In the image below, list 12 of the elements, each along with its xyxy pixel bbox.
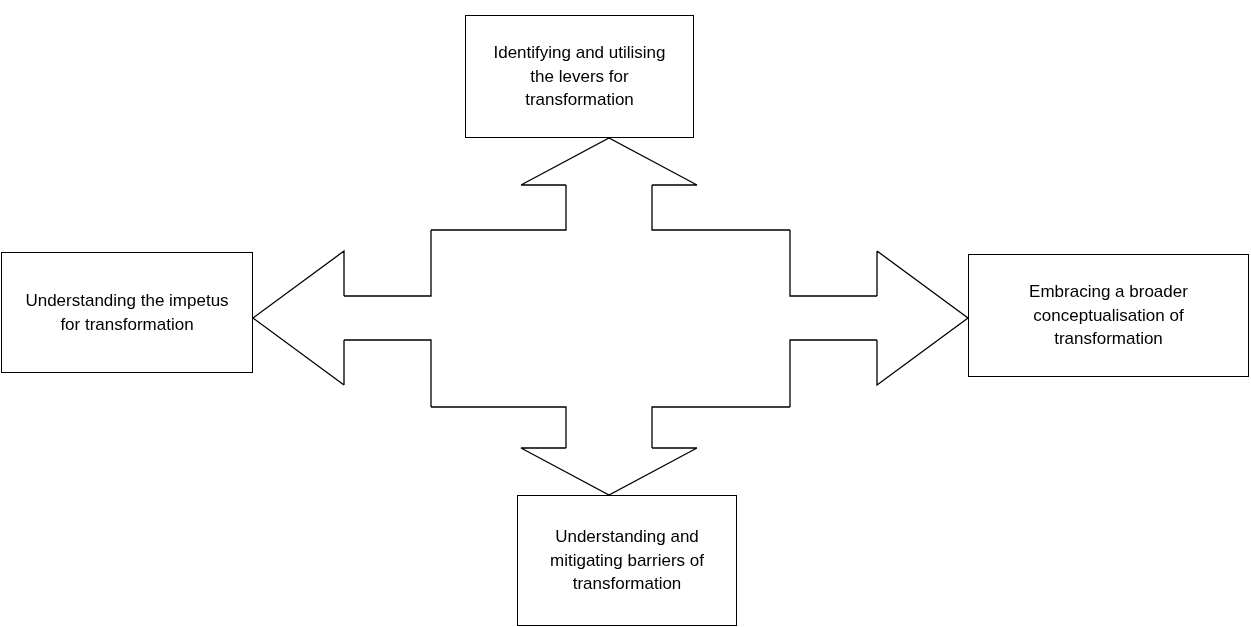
- block-arrow: [252, 229, 432, 408]
- box-text: Understanding the impetus for transformation: [24, 289, 230, 336]
- text-box: [1, 252, 253, 373]
- block-arrow: [430, 406, 791, 496]
- text-box: [968, 254, 1249, 377]
- block-arrow: [789, 229, 969, 408]
- block-arrow: [430, 137, 791, 231]
- text-box: [517, 495, 737, 626]
- box-text: Identifying and utilising the levers for transformation: [492, 41, 667, 112]
- text-box: [465, 15, 694, 138]
- box-text: Understanding and mitigating barriers of transformation: [549, 525, 705, 596]
- box-text: Embracing a broader conceptualisation of transformation: [1028, 280, 1189, 351]
